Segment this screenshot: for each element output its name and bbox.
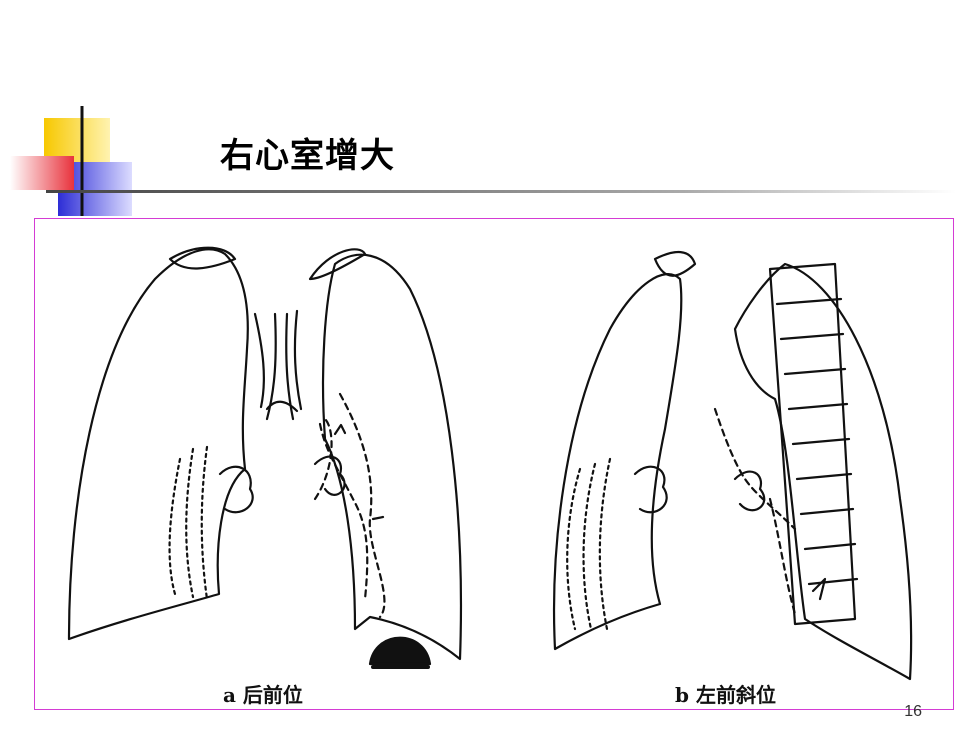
- chest-xray-diagrams: [67, 246, 913, 681]
- red-square: [10, 156, 74, 190]
- trachea: [253, 309, 303, 421]
- spine: [768, 262, 857, 626]
- right-lung-outline: [67, 248, 249, 641]
- stomach-bubble: [368, 636, 432, 666]
- caption-pa-view: a 后前位: [223, 683, 303, 707]
- header-decoration: [10, 106, 956, 216]
- page-number: 16: [904, 703, 922, 720]
- hilum-b: [633, 465, 668, 514]
- hilum-right: [218, 465, 254, 514]
- figure-frame: a 后前位 b 左前斜位: [34, 218, 954, 710]
- lao-view-diagram: [552, 251, 913, 681]
- pa-view-diagram: [67, 246, 462, 669]
- horizontal-rule: [46, 190, 956, 193]
- hilum-left: [313, 455, 346, 496]
- heart-left-border: [313, 417, 333, 501]
- left-lung-outline: [321, 253, 462, 661]
- caption-lao-view: b 左前斜位: [675, 683, 776, 707]
- left-lung-outline-b: [733, 262, 913, 681]
- slide-title: 右心室增大: [220, 136, 395, 176]
- right-lung-outline-b: [552, 273, 683, 651]
